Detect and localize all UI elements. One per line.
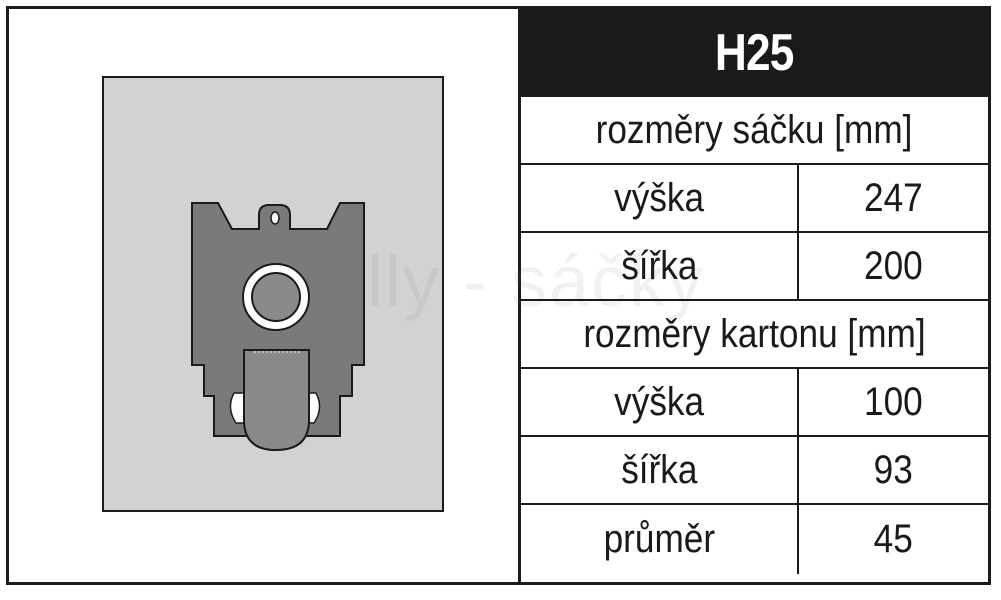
bag-dimensions-heading: rozměry sáčku [mm] xyxy=(596,107,913,152)
spec-sheet-frame: lolly - sáčky H25 rozměry sáčku [mm] výš… xyxy=(6,6,991,585)
spec-table: H25 rozměry sáčku [mm] výška 247 šířka 2… xyxy=(521,9,988,582)
carton-height-value: 100 xyxy=(864,379,923,424)
bag-dimensions-heading-row: rozměry sáčku [mm] xyxy=(521,97,988,165)
carton-width-label: šířka xyxy=(620,447,698,492)
product-image-pane: lolly - sáčky xyxy=(9,9,703,582)
carton-width-value: 93 xyxy=(873,447,914,492)
bag-height-label: výška xyxy=(614,175,704,220)
carton-dimensions-heading-row: rozměry kartonu [mm] xyxy=(521,301,988,369)
watermark-text: lolly - sáčky xyxy=(307,242,706,322)
table-row: šířka 93 xyxy=(521,437,988,505)
product-code: H25 xyxy=(715,24,794,82)
table-row: průměr 45 xyxy=(521,505,988,574)
product-code-header: H25 xyxy=(521,9,988,97)
bag-width-label: šířka xyxy=(620,243,698,288)
carton-height-label: výška xyxy=(614,379,704,424)
bag-image-card xyxy=(102,76,444,512)
vacuum-bag-collar-icon xyxy=(191,202,365,452)
table-row: výška 247 xyxy=(521,165,988,233)
carton-dimensions-heading: rozměry kartonu [mm] xyxy=(583,311,926,356)
carton-diameter-label: průměr xyxy=(603,517,715,561)
carton-diameter-value: 45 xyxy=(873,517,914,561)
bag-height-value: 247 xyxy=(864,175,923,220)
table-row: výška 100 xyxy=(521,369,988,437)
bag-width-value: 200 xyxy=(864,243,923,288)
table-row: šířka 200 xyxy=(521,233,988,301)
spec-rows: rozměry sáčku [mm] výška 247 šířka 200 r… xyxy=(521,97,988,574)
